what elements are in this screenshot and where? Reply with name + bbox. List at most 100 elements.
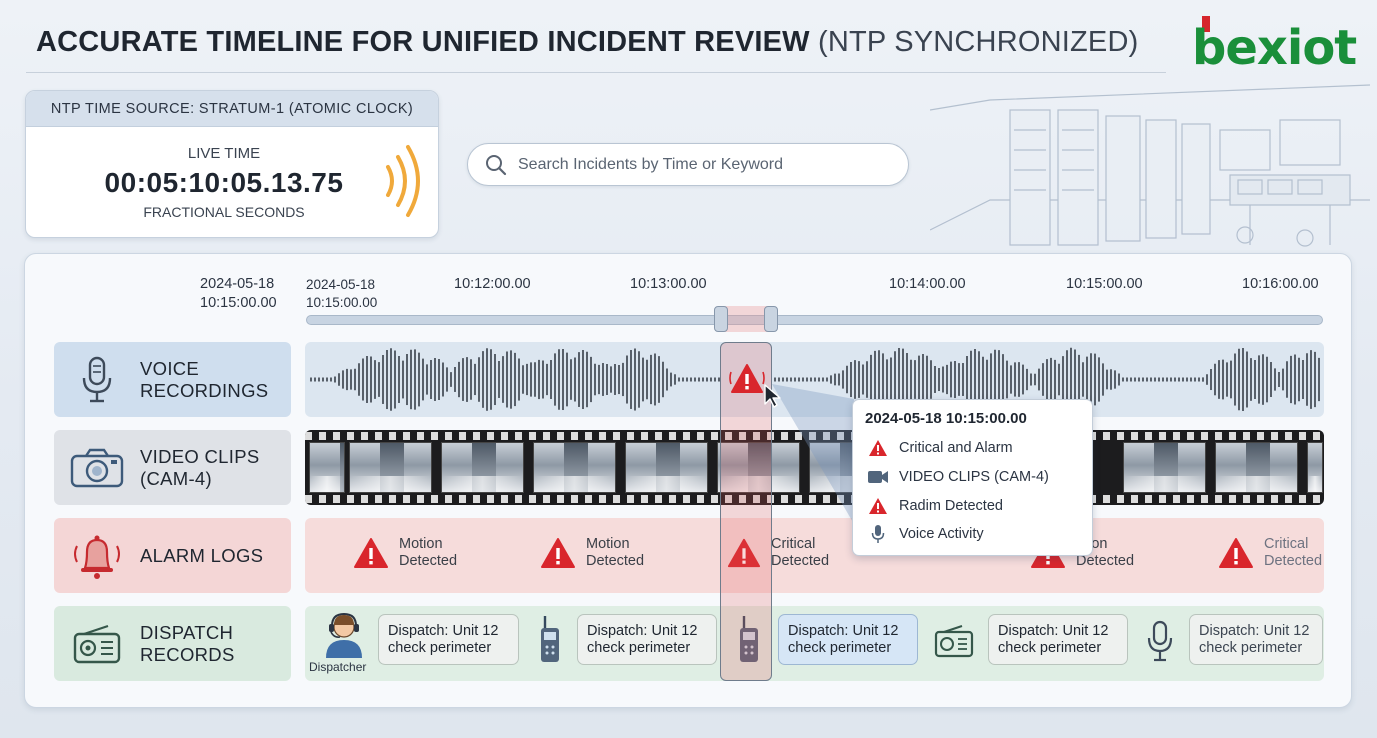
timeline-start-time: 10:15:00.00 xyxy=(200,295,277,311)
alarm-line: Motion xyxy=(399,536,443,552)
title-divider xyxy=(26,72,1166,73)
video-frame[interactable] xyxy=(349,442,432,493)
dispatch-message[interactable]: Dispatch: Unit 12 check perimeter xyxy=(577,614,717,665)
video-frame[interactable] xyxy=(533,442,616,493)
warning-icon xyxy=(354,538,388,568)
microphone-icon xyxy=(82,356,112,402)
incident-search-input[interactable]: Search Incidents by Time or Keyword xyxy=(467,143,909,186)
popup-item[interactable]: Radim Detected xyxy=(867,496,1003,516)
film-sprockets-bottom xyxy=(305,495,1324,503)
popup-item-label: VIDEO CLIPS (CAM-4) xyxy=(899,469,1049,485)
tick-label: 10:12:00.00 xyxy=(454,276,531,292)
ntp-source-label: NTP TIME SOURCE: STRATUM-1 (ATOMIC CLOCK… xyxy=(26,91,438,127)
page-title: ACCURATE TIMELINE FOR UNIFIED INCIDENT R… xyxy=(36,26,1138,59)
microphone-icon xyxy=(871,525,885,543)
video-frame[interactable] xyxy=(309,442,345,493)
video-frame[interactable] xyxy=(1215,442,1298,493)
alarm-line: Motion xyxy=(586,536,630,552)
title-sub: (NTP SYNCHRONIZED) xyxy=(818,26,1139,58)
walkie-talkie-icon xyxy=(541,616,559,662)
selected-time-window[interactable] xyxy=(720,342,772,681)
popup-item-label: Critical and Alarm xyxy=(899,440,1013,456)
video-frame[interactable] xyxy=(717,442,800,493)
alarm-line: Critical xyxy=(1264,536,1309,552)
bell-icon xyxy=(74,535,120,579)
video-frame[interactable] xyxy=(1307,442,1323,493)
popup-item[interactable]: Voice Activity xyxy=(867,524,984,544)
warning-icon xyxy=(541,538,575,568)
warning-icon xyxy=(727,538,761,568)
timeline-start-date: 2024-05-18 xyxy=(200,276,275,292)
scrubber-handle-end[interactable] xyxy=(764,306,778,332)
video-frame[interactable] xyxy=(1123,442,1206,493)
scale-start-date: 2024-05-18 xyxy=(306,277,376,292)
tick-label: 10:13:00.00 xyxy=(630,276,707,292)
tick-label: 10:16:00.00 xyxy=(1242,276,1319,292)
dispatcher-avatar-icon xyxy=(326,612,362,658)
search-placeholder: Search Incidents by Time or Keyword xyxy=(518,155,784,173)
live-time-value: 00:05:10:05.13.75 xyxy=(104,167,344,198)
title-main: ACCURATE TIMELINE FOR UNIFIED INCIDENT R… xyxy=(36,26,810,58)
alarm-line: Detected xyxy=(586,553,645,569)
popup-item[interactable]: Critical and Alarm xyxy=(867,438,1013,458)
voice-waveform xyxy=(310,347,1320,412)
scale-start-time: 10:15:00.00 xyxy=(306,295,378,310)
row-label-text: VIDEO CLIPS (CAM-4) xyxy=(140,445,260,489)
incident-detail-popup: 2024-05-18 10:15:00.00 Critical and Alar… xyxy=(852,399,1093,556)
dispatch-message[interactable]: Dispatch: Unit 12 check perimeter xyxy=(378,614,519,665)
alarm-line: Detected xyxy=(1076,553,1135,569)
voice-track[interactable] xyxy=(305,342,1324,417)
video-frame[interactable] xyxy=(625,442,708,493)
search-icon xyxy=(486,154,507,175)
warning-icon xyxy=(1219,538,1253,568)
alarm-icon xyxy=(869,440,887,456)
logo-accent-icon xyxy=(1202,16,1210,32)
cursor-icon xyxy=(764,384,781,408)
row-label-text: ALARM LOGS xyxy=(140,544,264,566)
dispatch-message-selected[interactable]: Dispatch: Unit 12 check perimeter xyxy=(778,614,918,665)
scrubber-selection xyxy=(720,306,772,332)
row-label-voice[interactable]: VOICE RECORDINGS xyxy=(54,342,291,417)
live-time-label: LIVE TIME xyxy=(187,145,261,162)
row-label-dispatch[interactable]: DISPATCH RECORDS xyxy=(54,606,291,681)
video-icon xyxy=(868,471,888,483)
alarm-track[interactable] xyxy=(305,518,1324,593)
scrubber-handle-start[interactable] xyxy=(714,306,728,332)
radio-icon xyxy=(934,625,974,658)
row-label-video[interactable]: VIDEO CLIPS (CAM-4) xyxy=(54,430,291,505)
popup-item-label: Voice Activity xyxy=(899,526,984,542)
alarm-line: Critical xyxy=(771,536,816,552)
row-label-text: VOICE RECORDINGS xyxy=(140,357,269,401)
logo-text: bexiot xyxy=(1192,20,1357,76)
camera-icon xyxy=(70,448,124,487)
row-label-text: DISPATCH RECORDS xyxy=(140,621,235,665)
signal-waves-icon xyxy=(386,145,420,217)
walkie-talkie-icon xyxy=(740,616,758,662)
popup-item[interactable]: VIDEO CLIPS (CAM-4) xyxy=(867,467,1049,487)
alarm-line: Detected xyxy=(771,553,830,569)
server-room-illustration xyxy=(930,84,1370,247)
dispatch-message[interactable]: Dispatch: Unit 12 check perimeter xyxy=(988,614,1128,665)
video-frame[interactable] xyxy=(441,442,524,493)
alarm-icon xyxy=(869,498,887,514)
video-track[interactable] xyxy=(305,430,1324,505)
row-label-alarm[interactable]: ALARM LOGS xyxy=(54,518,291,593)
film-sprockets-top xyxy=(305,432,1324,440)
popup-item-label: Radim Detected xyxy=(899,498,1003,514)
alarm-line: Detected xyxy=(399,553,458,569)
ntp-time-card: NTP TIME SOURCE: STRATUM-1 (ATOMIC CLOCK… xyxy=(25,90,439,238)
alarm-line: Detected xyxy=(1264,553,1323,569)
microphone-icon xyxy=(1147,620,1173,662)
dispatcher-caption: Dispatcher xyxy=(309,660,367,674)
tick-label: 10:15:00.00 xyxy=(1066,276,1143,292)
popup-connector xyxy=(772,384,854,524)
brand-logo: bexiot xyxy=(1190,14,1360,76)
dispatch-message[interactable]: Dispatch: Unit 12 check perimeter xyxy=(1189,614,1323,665)
timeline-scrubber[interactable] xyxy=(306,315,1323,325)
popup-timestamp: 2024-05-18 10:15:00.00 xyxy=(865,410,1027,427)
tick-label: 10:14:00.00 xyxy=(889,276,966,292)
